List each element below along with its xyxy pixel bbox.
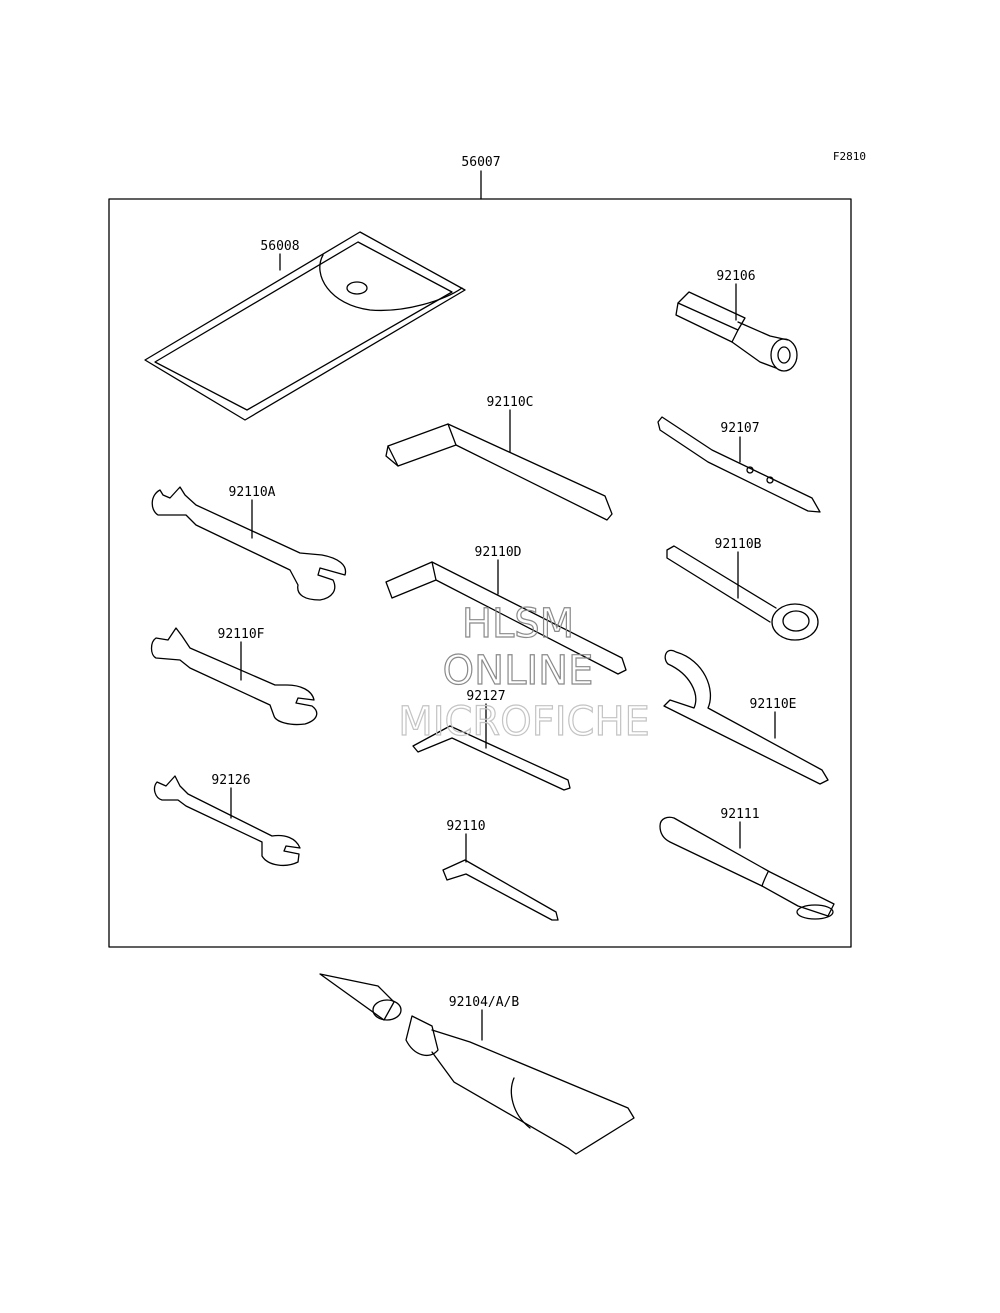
part-label-92127: 92127 — [466, 689, 505, 704]
svg-text:MICROFICHE: MICROFICHE — [398, 699, 650, 745]
kit-boundary-box — [108, 198, 852, 948]
part-label-92111: 92111 — [720, 807, 759, 822]
hex-key-92110-drawing — [442, 833, 559, 921]
wrench-92126-drawing — [153, 775, 301, 867]
figure-code-label: F2810 — [833, 150, 866, 163]
part-label-92126: 92126 — [211, 773, 250, 788]
grease-tube-drawing — [319, 973, 635, 1155]
part-label-92110a: 92110A — [229, 485, 276, 500]
part-label-56008: 56008 — [260, 239, 299, 254]
kit-part-label: 56007 — [461, 155, 500, 170]
part-label-92110b: 92110B — [715, 537, 762, 552]
hex-key-92110c-drawing — [385, 409, 613, 521]
hex-key-92110d-drawing — [385, 559, 627, 675]
wrench-92110a-drawing — [151, 486, 347, 601]
part-label-92107: 92107 — [720, 421, 759, 436]
ring-spanner-92110b-drawing — [666, 545, 819, 641]
part-label-92106: 92106 — [716, 269, 755, 284]
part-label-92110e: 92110E — [750, 697, 797, 712]
hex-key-92127-drawing — [412, 703, 571, 791]
part-label-92110: 92110 — [446, 819, 485, 834]
part-label-92110f: 92110F — [218, 627, 265, 642]
socket-bit-drawing — [675, 283, 798, 372]
tool-pouch-drawing — [144, 231, 466, 421]
part-label-92110d: 92110D — [475, 545, 522, 560]
screwdriver-drawing — [657, 416, 821, 513]
svg-text:HLSM: HLSM — [462, 601, 574, 647]
extension-handle-drawing — [659, 816, 835, 920]
watermark: HLSM ONLINE MICROFICHE — [398, 600, 651, 745]
part-label-92110c: 92110C — [487, 395, 534, 410]
wrench-92110f-drawing — [150, 627, 318, 726]
svg-text:ONLINE: ONLINE — [443, 648, 594, 694]
hook-wrench-92110e-drawing — [663, 649, 829, 785]
part-label-92104: 92104/A/B — [449, 995, 520, 1010]
